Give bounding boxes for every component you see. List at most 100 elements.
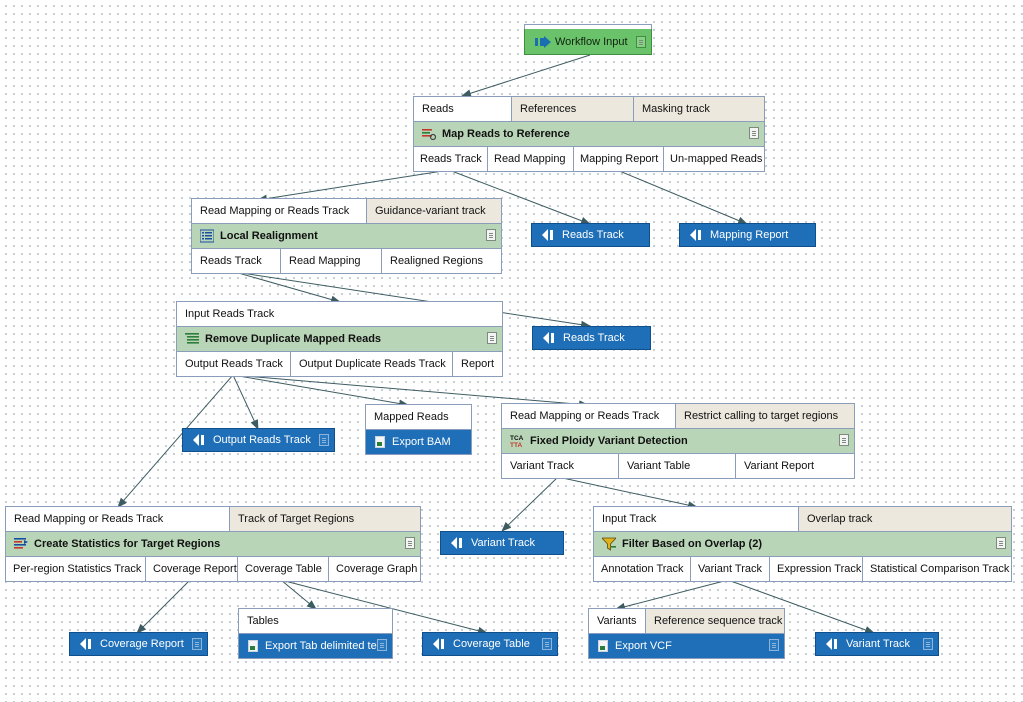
export-tab-node[interactable]: Tables Export Tab delimited text (238, 608, 393, 659)
document-icon[interactable] (487, 332, 497, 344)
map-reads-title-bar[interactable]: Map Reads to Reference (414, 122, 764, 146)
edge-stats-to-coveragereport (136, 579, 191, 634)
export-bam-node[interactable]: Mapped Reads Export BAM (365, 404, 472, 455)
input-port-tables[interactable]: Tables (247, 615, 279, 627)
output-port-annotation-track[interactable]: Annotation Track (601, 563, 684, 575)
document-icon[interactable] (839, 434, 849, 446)
export-bam-bar[interactable]: Export BAM (366, 430, 471, 454)
local-realignment-title-bar[interactable]: Local Realignment (192, 224, 501, 248)
output-port-unmapped-reads[interactable]: Un-mapped Reads (663, 147, 764, 171)
export-vcf-node[interactable]: Variants Reference sequence track Export… (588, 608, 785, 659)
output-variant-track-2[interactable]: Variant Track (815, 632, 939, 656)
fixed-ploidy-title-bar[interactable]: TCA TTA Fixed Ploidy Variant Detection (502, 429, 854, 453)
workflow-output-arrow-icon (542, 229, 553, 241)
local-realignment-node[interactable]: Read Mapping or Reads Track Guidance-var… (191, 198, 502, 274)
output-label: Reads Track (562, 229, 624, 241)
input-port-reference-sequence-track[interactable]: Reference sequence track (645, 609, 784, 633)
edge-variant-to-filter (557, 476, 698, 510)
output-coverage-table[interactable]: Coverage Table (422, 632, 558, 656)
local-realignment-title: Local Realignment (220, 230, 318, 242)
document-icon[interactable] (749, 127, 759, 139)
output-port-statistical-comparison-track[interactable]: Statistical Comparison Track (862, 557, 1011, 581)
output-label: Coverage Report (100, 638, 184, 650)
output-port-output-duplicate-reads-track[interactable]: Output Duplicate Reads Track (290, 352, 452, 376)
document-icon[interactable] (996, 537, 1006, 549)
output-port-per-region-statistics-track[interactable]: Per-region Statistics Track (13, 563, 142, 575)
document-icon[interactable] (405, 537, 415, 549)
document-icon[interactable] (319, 434, 329, 446)
output-variant-track-1[interactable]: Variant Track (440, 531, 564, 555)
edge-map-to-realign (257, 169, 450, 203)
workflow-output-arrow-icon (193, 434, 204, 446)
input-port-guidance-variant-track[interactable]: Guidance-variant track (366, 199, 501, 223)
output-port-report[interactable]: Report (452, 352, 502, 376)
document-icon[interactable] (542, 638, 552, 650)
document-icon[interactable] (923, 638, 933, 650)
create-statistics-node[interactable]: Read Mapping or Reads Track Track of Tar… (5, 506, 421, 582)
workflow-output-arrow-icon (80, 638, 91, 650)
input-port-restrict-calling[interactable]: Restrict calling to target regions (675, 404, 854, 428)
output-port-realigned-regions[interactable]: Realigned Regions (381, 249, 501, 273)
input-port-input-track[interactable]: Input Track (602, 513, 657, 525)
create-statistics-title: Create Statistics for Target Regions (34, 538, 221, 550)
document-icon[interactable] (192, 638, 202, 650)
output-label: Output Reads Track (213, 434, 311, 446)
output-port-expression-track[interactable]: Expression Track (769, 557, 862, 581)
document-icon[interactable] (377, 639, 387, 651)
input-port-input-reads-track[interactable]: Input Reads Track (185, 308, 275, 320)
export-icon (598, 640, 608, 652)
output-mapping-report[interactable]: Mapping Report (679, 223, 816, 247)
output-label: Coverage Table (453, 638, 530, 650)
output-label: Variant Track (471, 537, 535, 549)
export-tab-bar[interactable]: Export Tab delimited text (239, 634, 392, 658)
output-port-output-reads-track[interactable]: Output Reads Track (185, 358, 283, 370)
workflow-input-label: Workflow Input (555, 36, 628, 48)
workflow-output-arrow-icon (543, 332, 554, 344)
create-statistics-title-bar[interactable]: Create Statistics for Target Regions (6, 532, 420, 556)
output-output-reads-track[interactable]: Output Reads Track (182, 428, 335, 452)
output-port-reads-track[interactable]: Reads Track (200, 255, 262, 267)
input-port-track-of-target-regions[interactable]: Track of Target Regions (229, 507, 420, 531)
remove-duplicates-title-bar[interactable]: Remove Duplicate Mapped Reads (177, 327, 502, 351)
fixed-ploidy-node[interactable]: Read Mapping or Reads Track Restrict cal… (501, 403, 855, 479)
export-tab-label: Export Tab delimited text (265, 640, 386, 652)
output-reads-track-2[interactable]: Reads Track (532, 326, 651, 350)
workflow-output-arrow-icon (451, 537, 462, 549)
workflow-input-node[interactable]: Workflow Input (524, 24, 652, 55)
edge-stats-to-tab (280, 579, 317, 610)
input-port-read-mapping-or-reads-track[interactable]: Read Mapping or Reads Track (14, 513, 164, 525)
export-icon (375, 436, 385, 448)
output-port-variant-track[interactable]: Variant Track (510, 460, 574, 472)
filter-overlap-title-bar[interactable]: Filter Based on Overlap (2) (594, 532, 1011, 556)
input-port-reads[interactable]: Reads (422, 103, 454, 115)
edge-realign-to-dedup (234, 271, 341, 304)
input-port-overlap-track[interactable]: Overlap track (798, 507, 1011, 531)
map-reads-node[interactable]: Reads References Masking track Map Reads… (413, 96, 765, 172)
output-port-coverage-graph[interactable]: Coverage Graph (328, 557, 420, 581)
output-port-read-mapping[interactable]: Read Mapping (280, 249, 381, 273)
variant-detection-icon: TCA TTA (510, 435, 524, 448)
output-port-read-mapping[interactable]: Read Mapping (487, 147, 573, 171)
output-port-variant-report[interactable]: Variant Report (735, 454, 854, 478)
document-icon[interactable] (636, 36, 646, 48)
edge-dedup-to-bam (232, 374, 409, 408)
input-port-variants[interactable]: Variants (597, 615, 637, 627)
output-port-coverage-table[interactable]: Coverage Table (237, 557, 328, 581)
document-icon[interactable] (769, 639, 779, 651)
output-port-coverage-report[interactable]: Coverage Report (145, 557, 237, 581)
input-port-read-mapping-or-reads-track[interactable]: Read Mapping or Reads Track (200, 205, 350, 217)
output-port-variant-track[interactable]: Variant Track (690, 557, 769, 581)
output-port-mapping-report[interactable]: Mapping Report (573, 147, 663, 171)
output-coverage-report[interactable]: Coverage Report (69, 632, 208, 656)
filter-overlap-node[interactable]: Input Track Overlap track Filter Based o… (593, 506, 1012, 582)
export-vcf-bar[interactable]: Export VCF (589, 634, 784, 658)
remove-duplicates-node[interactable]: Input Reads Track Remove Duplicate Mappe… (176, 301, 503, 377)
input-port-read-mapping-or-reads-track[interactable]: Read Mapping or Reads Track (510, 410, 660, 422)
output-port-variant-table[interactable]: Variant Table (618, 454, 735, 478)
document-icon[interactable] (486, 229, 496, 241)
input-port-references[interactable]: References (511, 97, 633, 121)
output-port-reads-track[interactable]: Reads Track (420, 153, 482, 165)
input-port-mapped-reads[interactable]: Mapped Reads (374, 411, 449, 423)
output-reads-track-1[interactable]: Reads Track (531, 223, 650, 247)
input-port-masking-track[interactable]: Masking track (633, 97, 764, 121)
